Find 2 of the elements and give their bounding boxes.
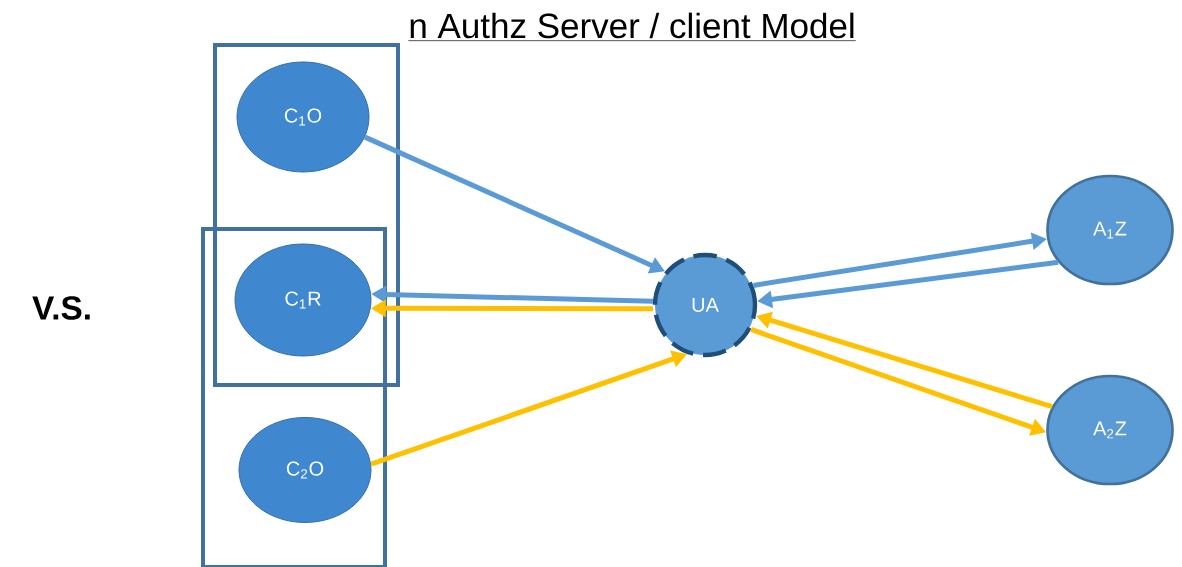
versus-label: V.S. — [32, 296, 90, 320]
title: n Authz Server / client Model — [408, 12, 857, 41]
